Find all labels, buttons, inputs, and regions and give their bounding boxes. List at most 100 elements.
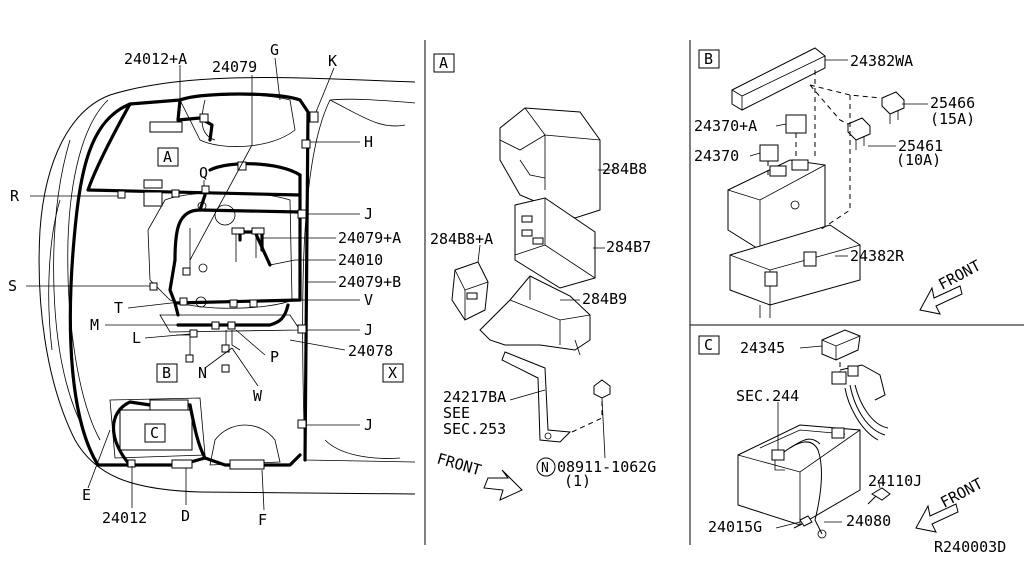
label-box-c: C — [150, 424, 159, 442]
label-box-x: X — [388, 364, 397, 382]
panel-b-tag: B — [704, 50, 713, 68]
part-24370-relay — [759, 144, 779, 162]
label-v: V — [364, 291, 373, 309]
panel-c-tag-box — [698, 335, 720, 355]
label-e: E — [82, 486, 91, 504]
label-24012: 24012 — [102, 509, 147, 527]
label-24370-a: 24370+A — [694, 117, 757, 135]
label-s: S — [8, 277, 17, 295]
main-view: 24012+A 24079 G K A H R Q J 24079+A 2401… — [8, 41, 416, 529]
part-24015g-bolt — [793, 515, 813, 529]
part-284b9 — [479, 275, 591, 356]
label-front-a: FRONT — [435, 450, 483, 480]
label-24370: 24370 — [694, 147, 739, 165]
label-284b8: 284B8 — [602, 160, 647, 178]
panel-a-front-arrow — [483, 469, 523, 501]
label-k: K — [328, 52, 337, 70]
label-24080: 24080 — [846, 512, 891, 530]
label-25461: 25461 — [898, 137, 943, 155]
n-mark-circle — [536, 457, 556, 477]
label-t: T — [114, 299, 123, 317]
label-24382r: 24382R — [850, 247, 905, 265]
panel-a-tag-box — [433, 53, 455, 73]
label-r: R — [10, 187, 20, 205]
panel-c-front-arrow — [915, 503, 959, 533]
panel-b-front-arrow — [919, 285, 963, 315]
callout-box-x — [382, 363, 404, 383]
callout-box-c — [144, 423, 166, 443]
label-284b9: 284B9 — [582, 290, 627, 308]
part-24370-a-relay — [785, 114, 807, 134]
engine-components — [109, 94, 301, 466]
callout-box-b — [156, 363, 178, 383]
label-see: SEE — [443, 404, 470, 422]
part-24382r-box — [727, 159, 861, 318]
label-m: M — [90, 316, 99, 334]
label-box-a: A — [163, 148, 172, 166]
label-284b8-a: 284B8+A — [430, 230, 493, 248]
label-qty-1: (1) — [564, 472, 591, 490]
panel-b: B — [694, 47, 984, 318]
panel-c: C — [698, 329, 986, 539]
label-284b7: 284B7 — [606, 238, 651, 256]
panel-a-tag: A — [439, 54, 448, 72]
label-24079-b: 24079+B — [338, 273, 401, 291]
label-24010: 24010 — [338, 251, 383, 269]
part-284b8-a — [451, 261, 489, 321]
label-d: D — [181, 507, 190, 525]
vehicle-body-outline — [38, 77, 416, 495]
part-24217ba-bracket — [501, 351, 611, 443]
label-j-1: J — [364, 205, 373, 223]
label-f: F — [258, 511, 267, 529]
wiring-harness — [68, 92, 310, 467]
label-j-3: J — [364, 416, 373, 434]
label-25466: 25466 — [930, 94, 975, 112]
label-n-mark: N — [541, 461, 549, 476]
part-24382wa — [731, 47, 826, 111]
label-amp-10a: (10A) — [896, 151, 941, 169]
label-08911-1062g: 08911-1062G — [557, 458, 656, 476]
label-24345: 24345 — [740, 339, 785, 357]
label-front-c: FRONT — [937, 474, 985, 511]
label-q: Q — [199, 164, 208, 182]
label-n: N — [198, 364, 207, 382]
label-24110j: 24110J — [868, 472, 922, 490]
part-284b8 — [499, 107, 601, 219]
label-24015g: 24015G — [708, 518, 762, 536]
part-battery — [737, 424, 861, 539]
diagram-code: R240003D — [934, 538, 1006, 556]
label-sec-244: SEC.244 — [736, 387, 799, 405]
label-24217ba: 24217BA — [443, 388, 506, 406]
panel-c-tag: C — [704, 336, 713, 354]
label-j-2: J — [364, 321, 373, 339]
panel-b-leaders — [749, 59, 928, 257]
label-g: G — [270, 41, 279, 59]
battery-cables — [831, 362, 889, 441]
part-25466-fuse — [881, 91, 905, 124]
label-24079: 24079 — [212, 58, 257, 76]
panel-dividers — [424, 40, 1024, 545]
part-25461-fuse — [847, 117, 871, 150]
label-24078: 24078 — [348, 342, 393, 360]
harness-connectors — [117, 111, 319, 470]
part-24110j-bolt — [867, 487, 891, 505]
panel-a: A — [430, 53, 656, 501]
callout-box-a — [157, 147, 179, 167]
label-h: H — [364, 133, 373, 151]
label-24079-a: 24079+A — [338, 229, 401, 247]
label-p: P — [270, 348, 279, 366]
panel-a-leaders — [477, 169, 615, 459]
label-l: L — [132, 329, 141, 347]
label-24012-a: 24012+A — [124, 50, 187, 68]
panel-b-guides — [767, 70, 881, 231]
label-amp-15a: (15A) — [930, 110, 975, 128]
label-w: W — [253, 387, 263, 405]
panel-c-leaders — [775, 345, 881, 529]
part-24345-terminal — [821, 329, 861, 361]
part-284b7 — [514, 197, 596, 289]
main-leader-lines — [26, 57, 360, 511]
label-24382wa: 24382WA — [850, 52, 913, 70]
label-box-b: B — [162, 364, 171, 382]
